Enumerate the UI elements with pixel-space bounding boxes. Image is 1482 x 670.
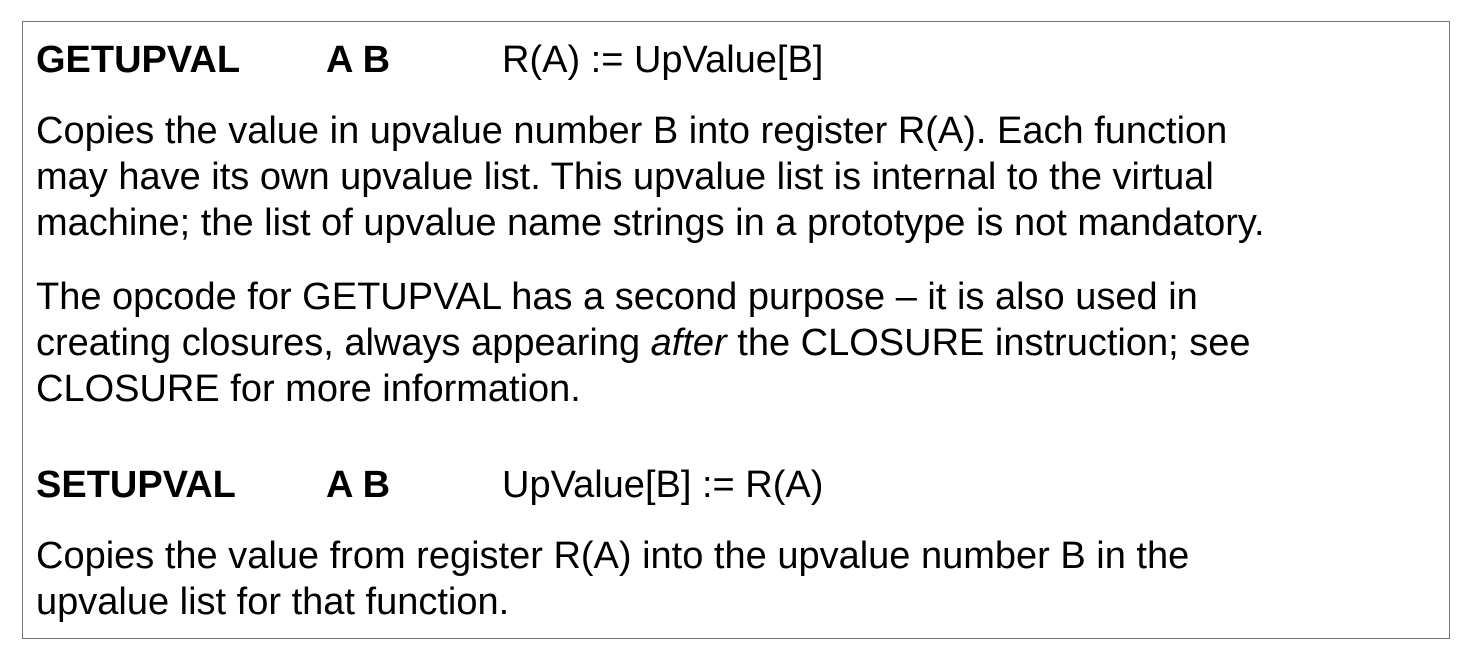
- opcode-description: R(A) := UpValue[B]: [502, 39, 824, 81]
- instruction-box: [22, 21, 1450, 639]
- paragraph-line: The opcode for GETUPVAL has a second pur…: [36, 276, 1198, 318]
- getupval-heading: GETUPVAL A B R(A) := UpValue[B]: [36, 37, 1036, 83]
- text-segment: creating closures, always appearing: [36, 322, 651, 364]
- paragraph-line: machine; the list of upvalue name string…: [36, 202, 1265, 244]
- emphasis-text: after: [650, 322, 727, 364]
- setupval-heading: SETUPVAL A B UpValue[B] := R(A): [36, 462, 1036, 508]
- opcode-args: A B: [326, 39, 391, 81]
- opcode-name: GETUPVAL: [36, 39, 241, 81]
- paragraph-line: CLOSURE for more information.: [36, 368, 581, 410]
- paragraph-line: may have its own upvalue list. This upva…: [36, 156, 1214, 198]
- paragraph-line: upvalue list for that function.: [36, 581, 510, 623]
- paragraph-line: Copies the value in upvalue number B int…: [36, 110, 1228, 152]
- paragraph-line: Copies the value from register R(A) into…: [36, 535, 1190, 577]
- opcode-args: A B: [326, 464, 391, 506]
- opcode-description: UpValue[B] := R(A): [502, 464, 824, 506]
- text-segment: the CLOSURE instruction; see: [726, 322, 1251, 364]
- paragraph-line: creating closures, always appearing afte…: [36, 320, 1251, 366]
- opcode-name: SETUPVAL: [36, 464, 236, 506]
